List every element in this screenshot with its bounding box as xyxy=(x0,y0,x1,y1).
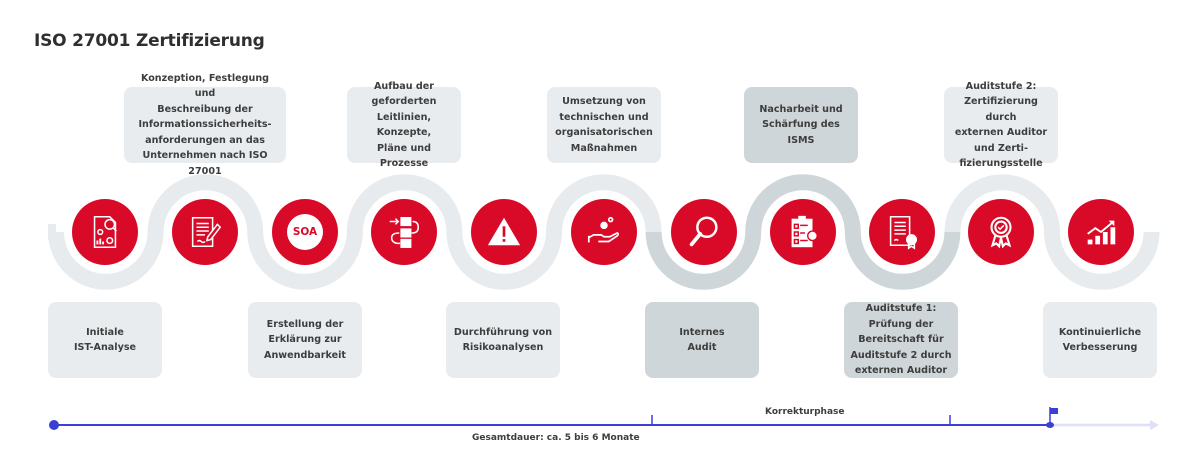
page-title: ISO 27001 Zertifizierung xyxy=(34,31,265,51)
process-flow-icon xyxy=(389,216,420,248)
step-circle-6 xyxy=(571,199,637,265)
step-circle-8 xyxy=(770,199,836,265)
step-circle-3: SOA xyxy=(272,199,338,265)
step-box-3: Erstellung der Erklärung zur Anwendbarke… xyxy=(248,302,362,378)
step-box-5: Durchführung von Risikoanalysen xyxy=(446,302,560,378)
step-label: Kontinuierliche Verbesserung xyxy=(1058,326,1142,354)
finish-flag-icon xyxy=(1046,407,1058,428)
step-circle-4 xyxy=(371,199,437,265)
step-label: Umsetzung von technischen und organisato… xyxy=(555,96,653,154)
report-analysis-icon xyxy=(93,216,117,248)
step-circle-7 xyxy=(671,199,737,265)
checklist-gear-icon xyxy=(791,215,818,248)
timeline-arrow-icon xyxy=(1150,420,1159,430)
step-circle-5 xyxy=(471,199,537,265)
step-box-11: Kontinuierliche Verbesserung xyxy=(1043,302,1157,378)
award-ribbon-icon xyxy=(990,216,1012,249)
step-circle-1 xyxy=(72,199,138,265)
step-box-4: Aufbau der geforderten Leitlinien, Konze… xyxy=(347,81,461,169)
duration-label: Gesamtdauer: ca. 5 bis 6 Monate xyxy=(472,433,640,443)
step-label: Internes Audit xyxy=(679,326,725,354)
certificate-icon xyxy=(889,216,918,250)
step-box-6: Umsetzung von technischen und organisato… xyxy=(547,87,661,163)
magnifier-icon xyxy=(689,216,718,247)
step-label: Konzeption, Festlegung und Beschreibung … xyxy=(138,72,272,177)
hand-gears-icon xyxy=(587,216,620,243)
step-box-10: Auditstufe 2: Zertifizierung durch exter… xyxy=(944,81,1058,169)
step-box-8: Nacharbeit und Schärfung des ISMS xyxy=(744,87,858,163)
phase-label: Korrekturphase xyxy=(765,407,845,417)
step-circle-11 xyxy=(1068,199,1134,265)
step-label: Nacharbeit und Schärfung des ISMS xyxy=(759,103,843,146)
warning-icon xyxy=(487,217,521,246)
step-label: Durchführung von Risikoanalysen xyxy=(453,326,553,354)
growth-chart-icon xyxy=(1087,220,1116,245)
step-box-2: Konzeption, Festlegung und Beschreibung … xyxy=(124,73,286,177)
step-circle-2 xyxy=(172,199,238,265)
step-box-9: Auditstufe 1: Prüfung der Bereitschaft f… xyxy=(844,302,958,378)
step-label: Erstellung der Erklärung zur Anwendbarke… xyxy=(264,318,346,361)
step-box-1: Initiale IST-Analyse xyxy=(48,302,162,378)
step-circle-10 xyxy=(968,199,1034,265)
document-pencil-icon xyxy=(191,216,222,248)
step-label: Auditstufe 2: Zertifizierung durch exter… xyxy=(954,80,1048,170)
step-label: Initiale IST-Analyse xyxy=(73,326,137,354)
step-label: Aufbau der geforderten Leitlinien, Konze… xyxy=(371,80,437,170)
step-box-7: Internes Audit xyxy=(645,302,759,378)
soa-icon: SOA xyxy=(287,214,323,250)
step-circle-9 xyxy=(869,199,935,265)
start-dot-icon xyxy=(49,420,59,430)
step-label: Auditstufe 1: Prüfung der Bereitschaft f… xyxy=(850,303,952,377)
